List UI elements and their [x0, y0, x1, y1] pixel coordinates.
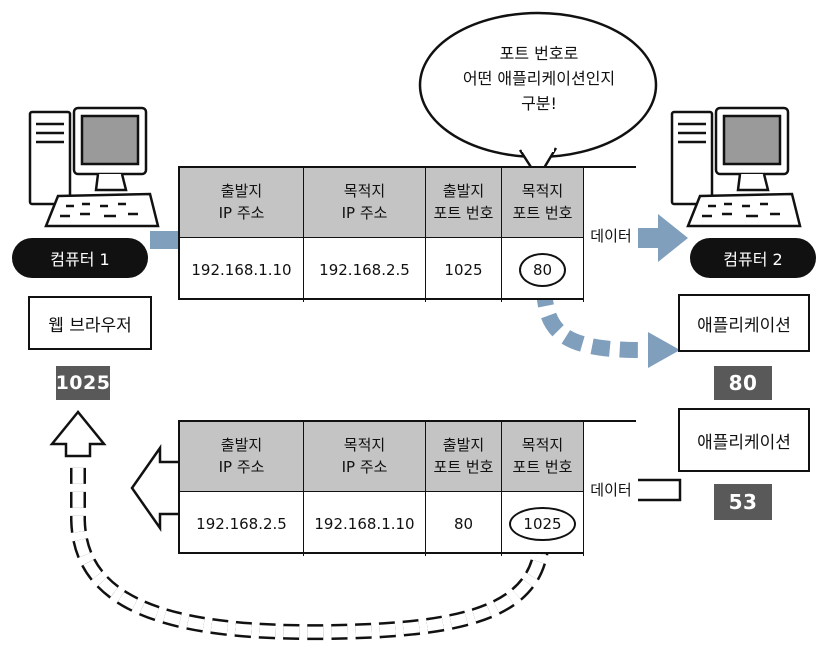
value-src-ip: 192.168.2.5 — [180, 492, 304, 556]
header-label: 포트 번호 — [433, 457, 494, 476]
value-dst-ip: 192.168.1.10 — [304, 492, 426, 556]
header-label: IP 주소 — [218, 457, 265, 476]
bubble-line-2: 어떤 애플리케이션인지 — [462, 68, 616, 88]
speech-bubble — [418, 11, 658, 181]
value-dst-ip: 192.168.2.5 — [304, 238, 426, 302]
value-src-port: 80 — [426, 492, 502, 556]
bubble-line-1: 포트 번호로 — [499, 44, 579, 63]
computer-1-label: 컴퓨터 1 — [12, 238, 148, 278]
header-label: 출발지 — [220, 435, 263, 454]
value-dst-port: 1025 — [502, 492, 584, 556]
header-src-port: 출발지 포트 번호 — [426, 168, 502, 238]
bubble-line-3: 구분! — [521, 93, 557, 113]
port-80-badge: 80 — [714, 366, 772, 400]
application-80-box: 애플리케이션 — [678, 294, 810, 352]
value-dst-port: 80 — [502, 238, 584, 302]
return-packet: 출발지 IP 주소 목적지 IP 주소 출발지 포트 번호 목적지 포트 번호 … — [178, 420, 638, 556]
outbound-packet: 출발지 IP 주소 목적지 IP 주소 출발지 포트 번호 목적지 포트 번호 … — [178, 166, 638, 302]
application-53-box: 애플리케이션 — [678, 408, 810, 472]
dashed-return-path — [49, 410, 550, 641]
header-label: 포트 번호 — [512, 457, 573, 476]
header-label: 목적지 — [343, 181, 386, 200]
header-label: 출발지 — [442, 181, 485, 200]
header-label: 출발지 — [220, 181, 263, 200]
header-label: 목적지 — [343, 435, 386, 454]
header-src-ip: 출발지 IP 주소 — [180, 168, 304, 238]
source-port-badge: 1025 — [56, 366, 110, 400]
dashed-arrow-to-app — [536, 287, 680, 368]
header-label: 포트 번호 — [433, 203, 494, 222]
value-src-port: 1025 — [426, 238, 502, 302]
highlighted-port: 1025 — [509, 507, 576, 541]
computer-1-icon — [28, 106, 160, 228]
header-label: IP 주소 — [341, 203, 388, 222]
header-label: IP 주소 — [341, 457, 388, 476]
header-label: 목적지 — [521, 435, 564, 454]
web-browser-box: 웹 브라우저 — [28, 296, 152, 350]
speech-bubble-text: 포트 번호로 어떤 애플리케이션인지 구분! — [424, 42, 654, 116]
return-arrow — [130, 444, 180, 532]
header-dst-port: 목적지 포트 번호 — [502, 422, 584, 492]
computer-2-icon — [670, 106, 802, 228]
highlighted-port: 80 — [518, 253, 567, 287]
header-dst-port: 목적지 포트 번호 — [502, 168, 584, 238]
return-arrow-tail — [632, 478, 682, 502]
header-src-ip: 출발지 IP 주소 — [180, 422, 304, 492]
data-field: 데이터 — [584, 168, 638, 302]
value-src-ip: 192.168.1.10 — [180, 238, 304, 302]
header-label: 목적지 — [521, 181, 564, 200]
header-dst-ip: 목적지 IP 주소 — [304, 422, 426, 492]
outbound-arrow-head — [636, 214, 688, 262]
header-label: 출발지 — [442, 435, 485, 454]
header-src-port: 출발지 포트 번호 — [426, 422, 502, 492]
computer-2-label: 컴퓨터 2 — [690, 238, 816, 278]
port-53-badge: 53 — [714, 484, 772, 520]
header-dst-ip: 목적지 IP 주소 — [304, 168, 426, 238]
header-label: 포트 번호 — [512, 203, 573, 222]
outbound-arrow-tail — [150, 231, 180, 249]
header-label: IP 주소 — [218, 203, 265, 222]
data-field: 데이터 — [584, 422, 638, 556]
